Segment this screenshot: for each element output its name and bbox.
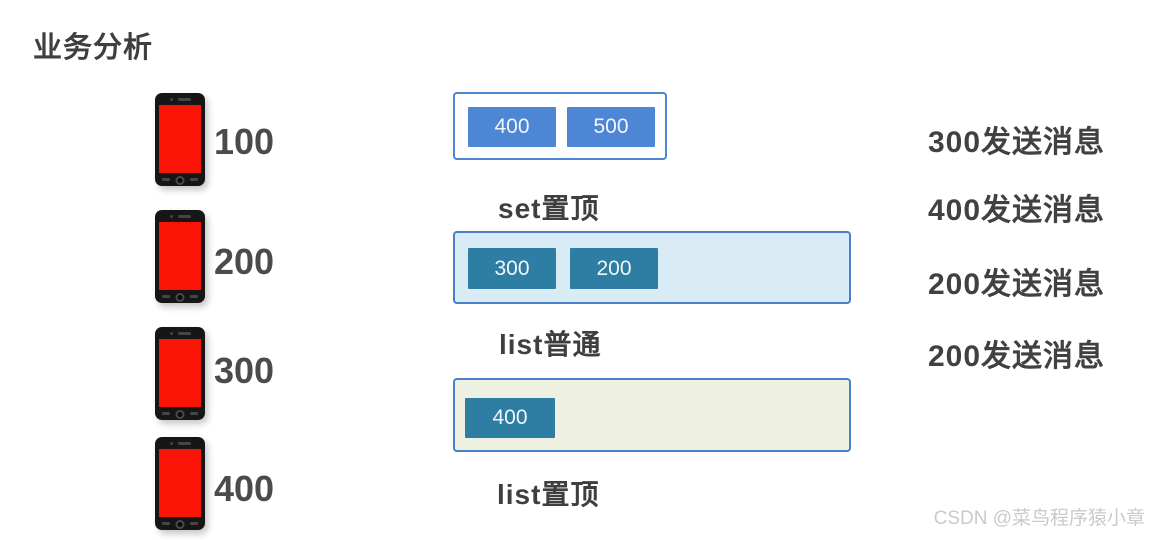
phone-speaker (178, 332, 191, 335)
list-top-label: list置顶 (497, 479, 600, 510)
set-top-label: set置顶 (498, 193, 600, 224)
message-label-4: 200发送消息 (928, 340, 1106, 373)
queue-item: 400 (468, 107, 556, 147)
phone-home-button (175, 410, 185, 419)
phone-speaker (178, 98, 191, 101)
list-normal-label: list普通 (499, 329, 602, 360)
phone-count-label: 300 (214, 350, 275, 391)
phone-home-button (175, 293, 185, 302)
list-normal-queue: 300 200 (453, 231, 851, 304)
phone-count-label: 100 (214, 121, 275, 162)
phone-menu-key (190, 178, 198, 181)
list-top-queue: 400 (453, 378, 851, 452)
phone-count-label: 200 (214, 241, 275, 282)
phone-screen (159, 449, 201, 517)
phone-camera-dot (170, 215, 173, 218)
phone-camera-dot (170, 98, 173, 101)
queue-item: 500 (567, 107, 655, 147)
phone-home-button (175, 520, 185, 529)
phone-menu-key (190, 412, 198, 415)
phone-menu-key (190, 522, 198, 525)
phone-screen (159, 105, 201, 173)
phone-count-label: 400 (214, 468, 275, 509)
phone-screen (159, 339, 201, 407)
phone-screen (159, 222, 201, 290)
phone-icon-2 (155, 210, 205, 303)
queue-item: 400 (465, 398, 555, 438)
message-label-2: 400发送消息 (928, 194, 1106, 227)
queue-item: 300 (468, 248, 556, 289)
phone-icon-4 (155, 437, 205, 530)
page-title: 业务分析 (33, 32, 154, 64)
watermark: CSDN @菜鸟程序猿小章 (933, 508, 1145, 529)
phone-back-key (162, 295, 170, 298)
phone-icon-3 (155, 327, 205, 420)
set-top-queue: 400 500 (453, 92, 667, 160)
message-label-3: 200发送消息 (928, 268, 1106, 301)
phone-back-key (162, 178, 170, 181)
phone-menu-key (190, 295, 198, 298)
phone-back-key (162, 412, 170, 415)
phone-home-button (175, 176, 185, 185)
phone-speaker (178, 442, 191, 445)
phone-speaker (178, 215, 191, 218)
phone-camera-dot (170, 332, 173, 335)
phone-icon-1 (155, 93, 205, 186)
queue-item: 200 (570, 248, 658, 289)
phone-camera-dot (170, 442, 173, 445)
phone-back-key (162, 522, 170, 525)
message-label-1: 300发送消息 (928, 126, 1106, 159)
